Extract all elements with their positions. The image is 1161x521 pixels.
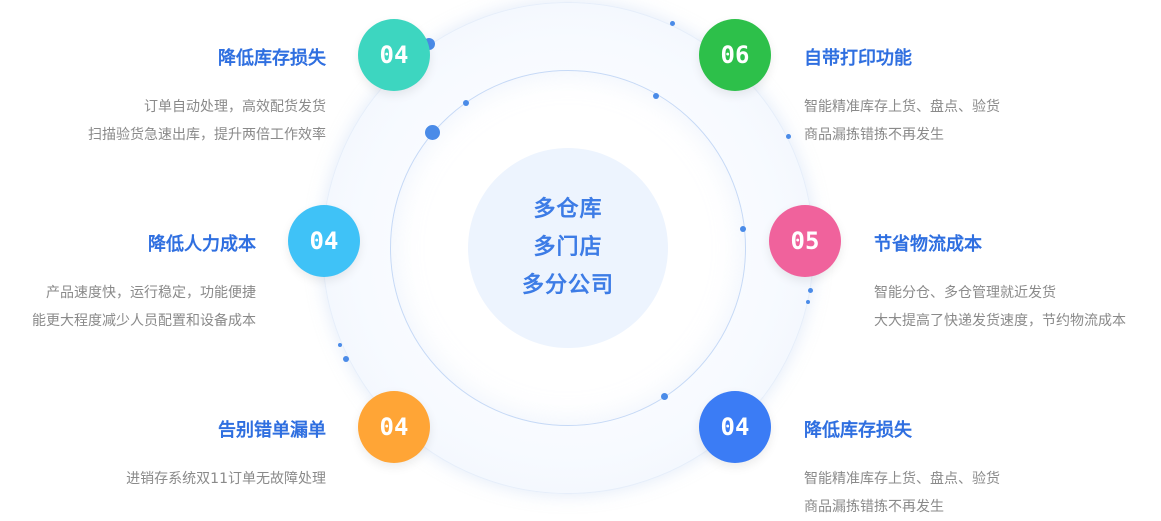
feature-desc-bottom-right-1: 智能精准库存上货、盘点、验货	[804, 471, 1000, 487]
badge-top-right: 06	[699, 19, 771, 91]
feature-desc-mid-right-2: 大大提高了快递发货速度，节约物流成本	[874, 313, 1126, 329]
decor-dot	[670, 21, 675, 26]
feature-desc-bottom-right-2: 商品漏拣错拣不再发生	[804, 499, 944, 515]
feature-title-mid-right: 节省物流成本	[874, 234, 982, 255]
feature-title-bottom-left: 告别错单漏单	[218, 420, 326, 441]
decor-dot	[786, 134, 791, 139]
decor-dot	[661, 393, 668, 400]
decor-dot	[808, 288, 813, 293]
badge-mid-left: 04	[288, 205, 360, 277]
feature-title-top-right: 自带打印功能	[804, 48, 912, 69]
feature-desc-top-left-2: 扫描验货急速出库，提升两倍工作效率	[88, 127, 326, 143]
center-line-warehouse: 多仓库	[533, 197, 603, 222]
decor-dot	[740, 226, 746, 232]
decor-dot	[425, 125, 440, 140]
feature-desc-mid-left-2: 能更大程度减少人员配置和设备成本	[32, 313, 256, 329]
decor-dot	[653, 93, 659, 99]
decor-dot	[463, 100, 469, 106]
badge-top-left: 04	[358, 19, 430, 91]
feature-desc-mid-right-1: 智能分仓、多仓管理就近发货	[874, 285, 1056, 301]
feature-title-bottom-right: 降低库存损失	[804, 420, 912, 441]
feature-desc-top-right-1: 智能精准库存上货、盘点、验货	[804, 99, 1000, 115]
decor-dot	[806, 300, 810, 304]
feature-desc-mid-left-1: 产品速度快，运行稳定，功能便捷	[46, 285, 256, 301]
center-circle: 多仓库 多门店 多分公司	[468, 148, 668, 348]
decor-dot	[338, 343, 342, 347]
feature-desc-top-right-2: 商品漏拣错拣不再发生	[804, 127, 944, 143]
decor-dot	[343, 356, 349, 362]
badge-bottom-left: 04	[358, 391, 430, 463]
feature-title-mid-left: 降低人力成本	[148, 234, 256, 255]
badge-bottom-right: 04	[699, 391, 771, 463]
center-line-branch: 多分公司	[521, 273, 614, 298]
badge-mid-right: 05	[769, 205, 841, 277]
feature-desc-bottom-left-1: 进销存系统双11订单无故障处理	[126, 471, 326, 487]
feature-desc-top-left-1: 订单自动处理，高效配货发货	[144, 99, 326, 115]
feature-title-top-left: 降低库存损失	[218, 48, 326, 69]
center-line-store: 多门店	[533, 235, 603, 260]
